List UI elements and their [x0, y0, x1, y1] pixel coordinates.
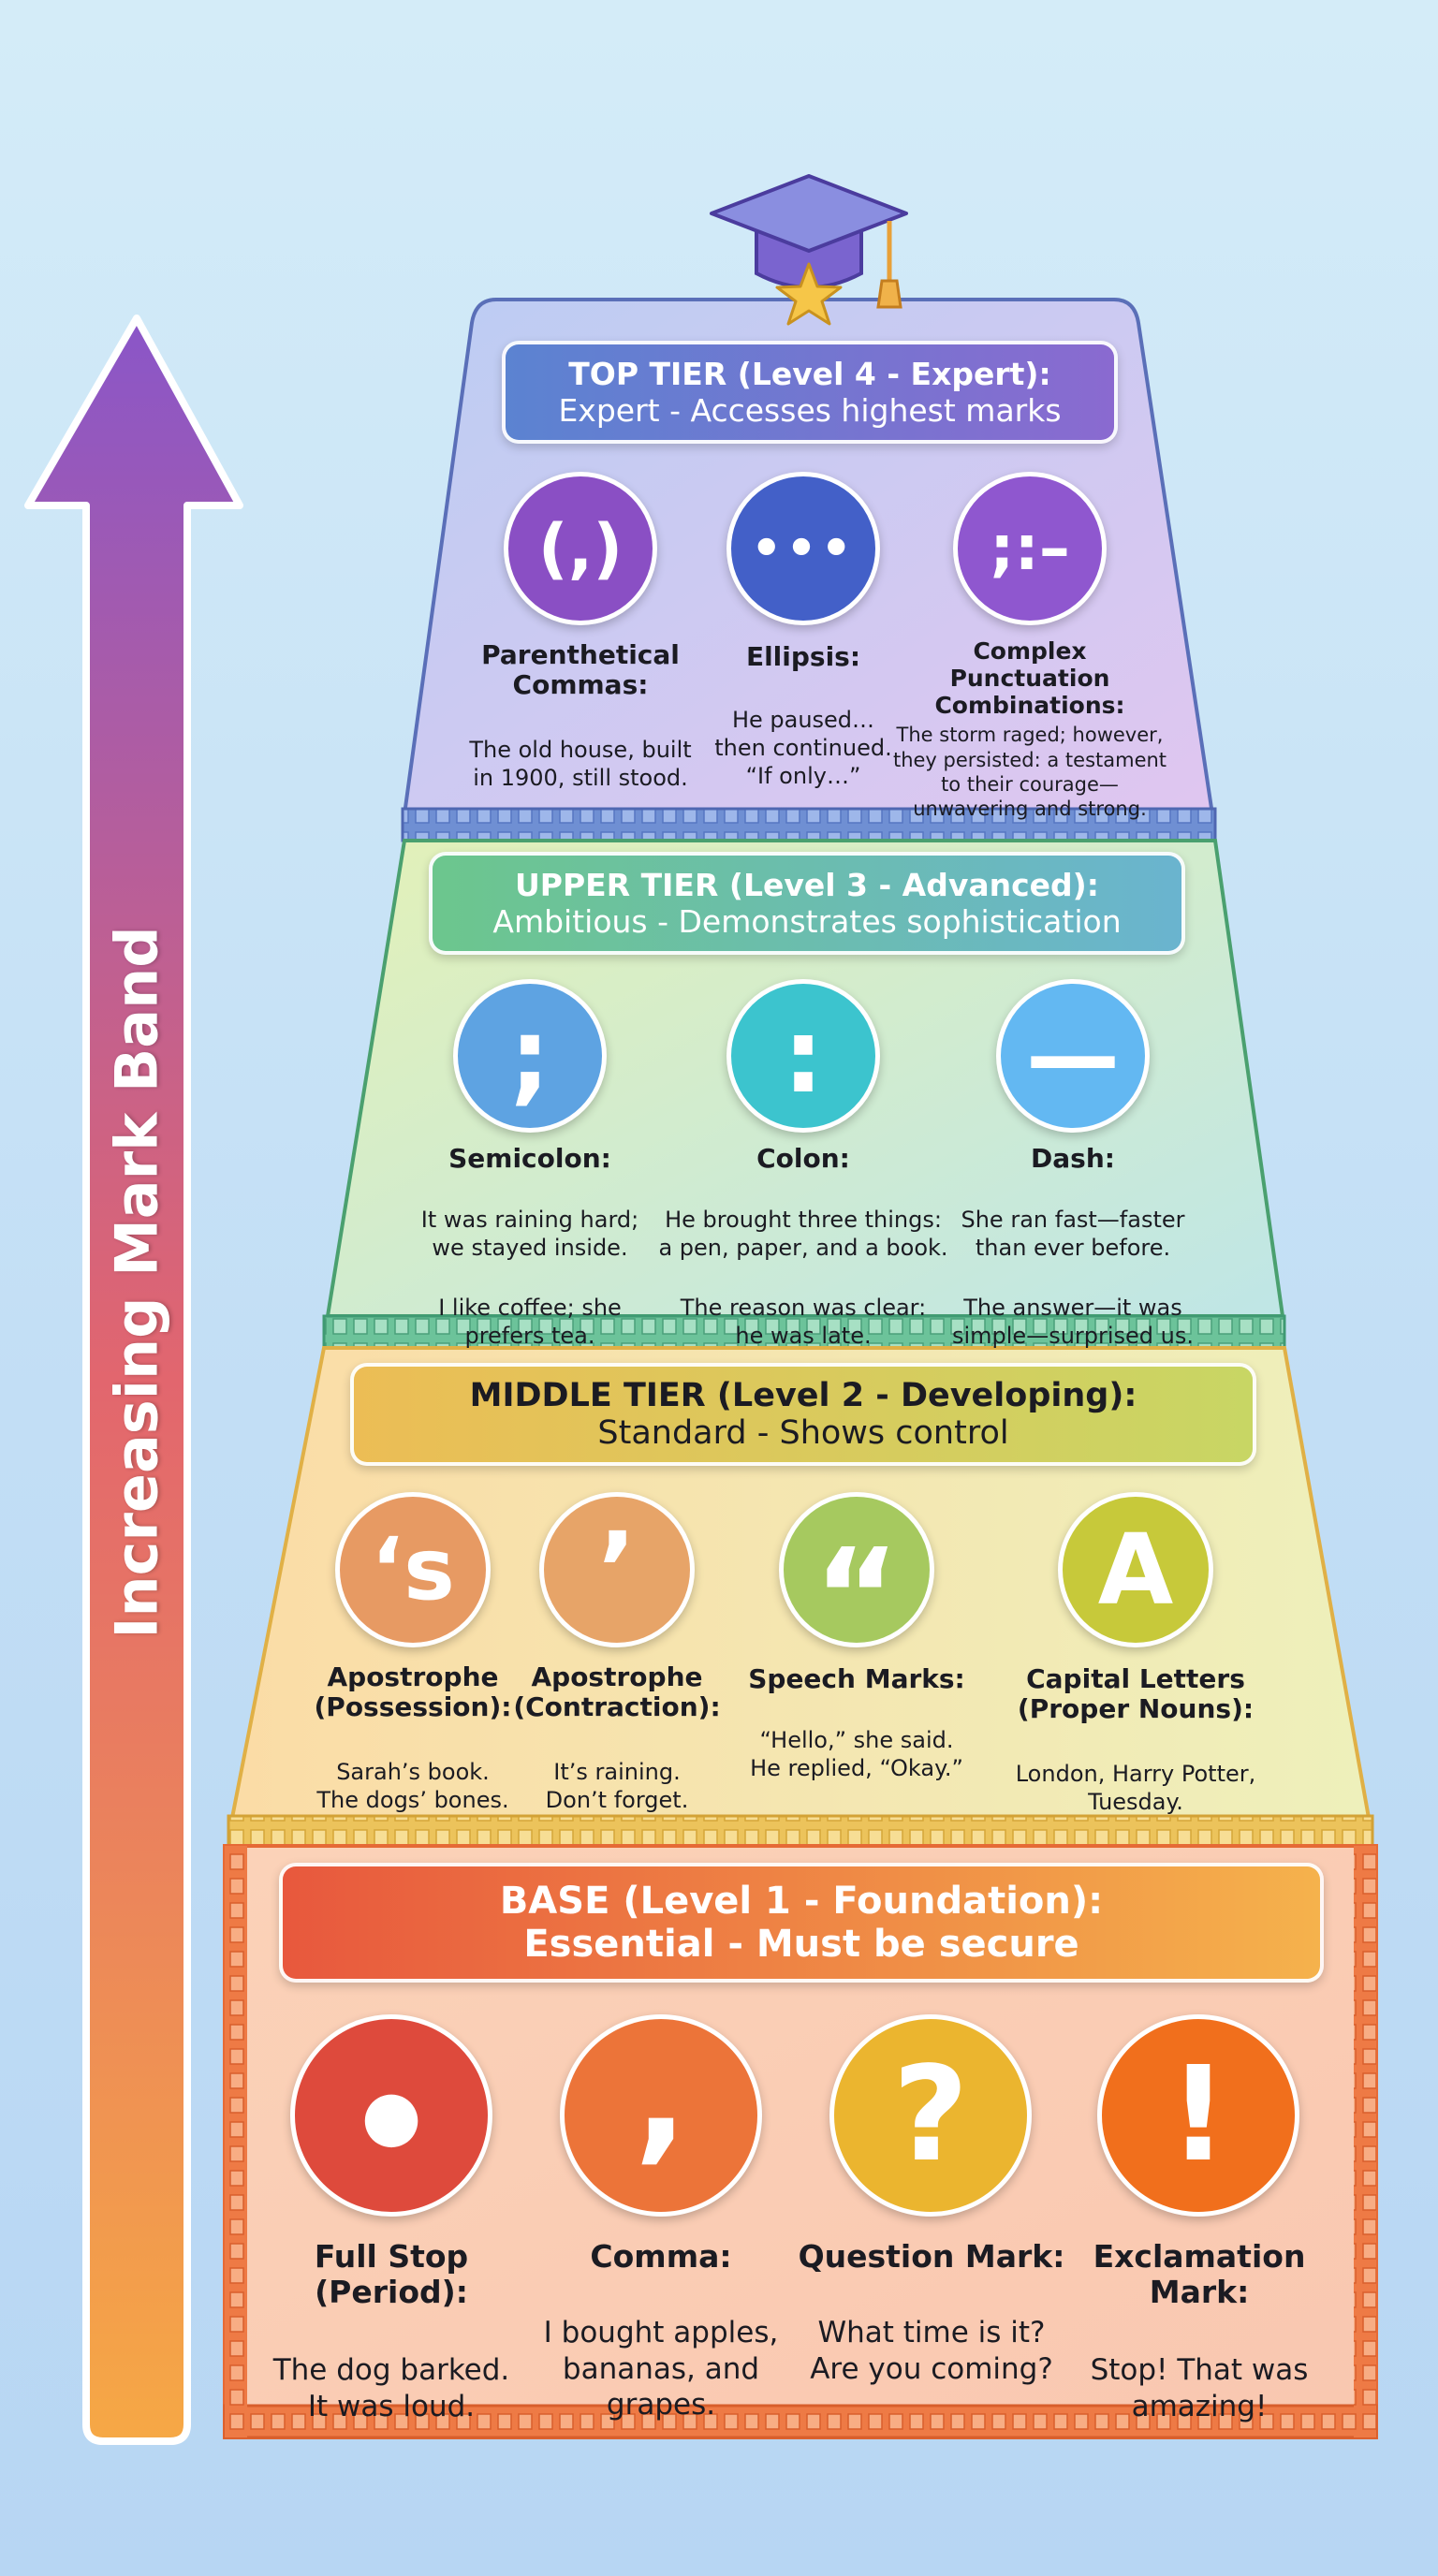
item-example: Sarah’s book. The dogs’ bones.	[296, 1730, 530, 1846]
example-text: The reason was clear: he was late.	[680, 1295, 927, 1349]
apostrophe-glyph: ’	[597, 1510, 637, 1630]
apostrophe-icon: ’	[539, 1492, 695, 1647]
item-example: The dog barked. It was loud.	[251, 2316, 532, 2465]
top-tier-title-line2: Expert - Accesses highest marks	[558, 392, 1062, 429]
example-text: The dog barked. It was loud.	[272, 2352, 510, 2423]
example-text: What time is it? Are you coming?	[810, 2315, 1053, 2386]
base-tier-frame-left	[225, 1846, 247, 2437]
item-name: Parenthetical Commas:	[481, 639, 680, 701]
example-text: He brought three things: a pen, paper, a…	[658, 1207, 948, 1261]
capital-letter-glyph: A	[1097, 1513, 1174, 1627]
arrow-label: Increasing Mark Band	[102, 926, 171, 1639]
apostrophe-s-icon: ‘s	[335, 1492, 491, 1647]
parentheses-comma-glyph: (,)	[537, 510, 624, 587]
example-text: He paused… then continued. “If only…”	[714, 707, 892, 789]
example-text: Stop! That was amazing!	[1090, 2352, 1309, 2423]
item-example: She ran fast—faster than ever before. Th…	[936, 1178, 1210, 1382]
example-text: Sarah’s book. The dogs’ bones.	[316, 1759, 509, 1813]
middle-tier-title-line1: MIDDLE TIER (Level 2 - Developing):	[469, 1377, 1137, 1414]
item-example: “Hello,” she said. He replied, “Okay.”	[725, 1698, 989, 1814]
item-name: Full Stop (Period):	[314, 2238, 469, 2310]
item-name: Ellipsis:	[745, 641, 861, 672]
apostrophe-s-glyph: ‘s	[371, 1519, 455, 1619]
item-name: Semicolon:	[448, 1143, 611, 1174]
dash-glyph: —	[1026, 1001, 1120, 1110]
top-tier-band	[401, 807, 1217, 842]
base-tier-title-line1: BASE (Level 1 - Foundation):	[499, 1880, 1104, 1923]
example-text: I like coffee; she prefers tea.	[438, 1295, 622, 1349]
top-tier-title: TOP TIER (Level 4 - Expert): Expert - Ac…	[502, 341, 1118, 444]
item-example: London, Harry Potter, Tuesday.	[998, 1732, 1273, 1848]
example-text: It was raining hard; we stayed inside.	[420, 1207, 639, 1261]
item-name: Complex Punctuation Combinations:	[934, 637, 1125, 719]
upper-tier-title: UPPER TIER (Level 3 - Advanced): Ambitio…	[429, 852, 1185, 955]
example-text: She ran fast—faster than ever before.	[961, 1207, 1185, 1261]
semicolon-colon-dash-glyph: ;:–	[990, 512, 1070, 584]
item-example: The old house, built in 1900, still stoo…	[440, 708, 721, 824]
item-name: Apostrophe (Possession):	[314, 1661, 512, 1723]
item-name: Question Mark:	[798, 2238, 1065, 2275]
colon-icon: :	[726, 979, 880, 1133]
upper-tier-title-line2: Ambitious - Demonstrates sophistication	[492, 903, 1122, 940]
item-example: He paused… then continued. “If only…”	[672, 678, 934, 822]
ellipsis-glyph: •••	[751, 520, 856, 577]
example-text: The storm raged; however, they persisted…	[892, 724, 1167, 820]
middle-tier-title: MIDDLE TIER (Level 2 - Developing): Stan…	[350, 1363, 1256, 1466]
graduation-cap-icon	[710, 174, 908, 326]
speech-marks-glyph: “	[813, 1521, 900, 1674]
example-text: I bought apples, bananas, and grapes.	[543, 2315, 779, 2422]
item-name: Exclamation Mark:	[1093, 2238, 1306, 2310]
item-example: What time is it? Are you coming?	[796, 2278, 1067, 2427]
base-tier-frame-right	[1354, 1846, 1376, 2437]
middle-tier-title-line2: Standard - Shows control	[597, 1414, 1009, 1452]
example-text: The answer—it was simple—surprised us.	[951, 1295, 1195, 1349]
question-mark-icon: ?	[829, 2014, 1032, 2217]
item-name: Capital Letters (Proper Nouns):	[1017, 1663, 1255, 1725]
ellipsis-icon: •••	[726, 472, 880, 625]
item-name: Apostrophe (Contraction):	[513, 1661, 721, 1723]
base-tier-title-line2: Essential - Must be secure	[523, 1923, 1079, 1966]
colon-glyph: :	[783, 996, 824, 1116]
upper-tier-band	[322, 1314, 1286, 1350]
example-text: The old house, built in 1900, still stoo…	[469, 737, 692, 791]
increasing-arrow	[24, 315, 243, 2445]
item-example: He brought three things: a pen, paper, a…	[655, 1178, 951, 1382]
item-example: The storm raged; however, they persisted…	[889, 698, 1170, 850]
semicolon-colon-dash-icon: ;:–	[953, 472, 1107, 625]
full-stop-icon: ●	[290, 2014, 492, 2217]
item-example: It’s raining. Don’t forget.	[509, 1730, 725, 1846]
upper-tier-title-line1: UPPER TIER (Level 3 - Advanced):	[515, 867, 1099, 903]
capital-letter-icon: A	[1058, 1492, 1213, 1647]
exclamation-mark-glyph: !	[1168, 2039, 1228, 2191]
full-stop-glyph: ●	[360, 2075, 422, 2156]
parentheses-comma-icon: (,)	[504, 472, 657, 625]
item-example: Stop! That was amazing!	[1064, 2316, 1335, 2465]
item-name: Dash:	[1031, 1143, 1115, 1174]
item-example: I bought apples, bananas, and grapes.	[524, 2278, 798, 2464]
semicolon-glyph: ;	[509, 996, 550, 1116]
item-name: Comma:	[590, 2238, 732, 2275]
speech-marks-icon: “	[779, 1492, 934, 1663]
exclamation-mark-icon: !	[1097, 2014, 1299, 2217]
example-text: It’s raining. Don’t forget.	[545, 1759, 689, 1813]
top-tier-title-line1: TOP TIER (Level 4 - Expert):	[568, 356, 1051, 392]
item-example: It was raining hard; we stayed inside. I…	[393, 1178, 667, 1382]
semicolon-icon: ;	[453, 979, 607, 1133]
example-text: London, Harry Potter, Tuesday.	[1015, 1761, 1256, 1815]
comma-icon: ,	[560, 2014, 762, 2217]
item-name: Colon:	[756, 1143, 850, 1174]
question-mark-glyph: ?	[892, 2039, 969, 2191]
example-text: “Hello,” she said. He replied, “Okay.”	[750, 1727, 963, 1781]
comma-glyph: ,	[634, 2015, 688, 2178]
base-tier-title: BASE (Level 1 - Foundation): Essential -…	[279, 1863, 1324, 1983]
item-name: Speech Marks:	[748, 1663, 965, 1694]
dash-icon: —	[996, 979, 1150, 1133]
